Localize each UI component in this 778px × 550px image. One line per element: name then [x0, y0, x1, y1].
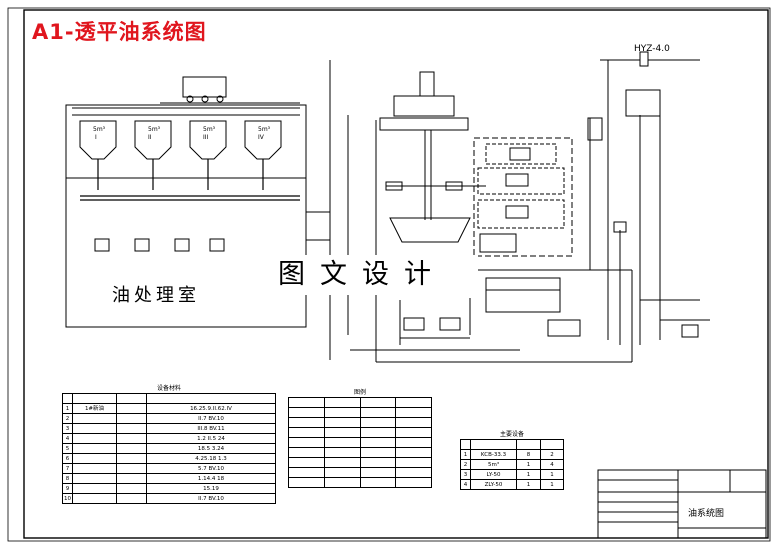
cell: 7 [62, 463, 73, 474]
drawing-title: A1-透平油系统图 [32, 20, 207, 44]
table-row: 2 II.7 BV.10 [62, 413, 276, 424]
cell: 4 [460, 479, 471, 490]
tank-numeral-3: III [203, 134, 209, 141]
cell: 15.19 [146, 483, 276, 494]
cell: 1.2 II.5 24 [146, 433, 276, 444]
legend-table: 图例 [288, 388, 432, 488]
cell: 2 [540, 449, 564, 460]
cell: 1 [540, 469, 564, 480]
table-row: 7 5.7 BV.10 [62, 463, 276, 474]
hyz-label: HYZ-4.0 [634, 44, 670, 54]
cell: 16.25.9.II.62.IV [146, 403, 276, 414]
tank-numeral-4: IV [258, 134, 264, 141]
tank-label-1: 5m³ [93, 126, 106, 133]
cell: 1 [516, 469, 541, 480]
cell: KCB-33.3 [470, 449, 517, 460]
table-row: 5 18.5 3.24 [62, 443, 276, 454]
cell: 9 [62, 483, 73, 494]
tank-label-4: 5m³ [258, 126, 271, 133]
tank-label-3: 5m³ [203, 126, 216, 133]
cell: 2 [62, 413, 73, 424]
watermark: 图文设计 [246, 255, 478, 295]
cell: II.7 BV.10 [146, 493, 276, 504]
cell: III.8 BV.11 [146, 423, 276, 434]
cell: 5 [62, 443, 73, 454]
cell: 1 [516, 459, 541, 470]
table-row: 10 II.7 BV.10 [62, 493, 276, 504]
cell: 4 [62, 433, 73, 444]
table-row: 3 III.8 BV.11 [62, 423, 276, 434]
tank-numeral-1: I [95, 134, 97, 141]
oil-room-label: 油处理室 [112, 285, 200, 306]
cell: 4.25.18 1.3 [146, 453, 276, 464]
cell: ZLY-50 [470, 479, 517, 490]
cell: 1.14.4 18 [146, 473, 276, 484]
cell: 2 [460, 459, 471, 470]
cell: 8 [516, 449, 541, 460]
cell: LY-50 [470, 469, 517, 480]
table-row: 8 1.14.4 18 [62, 473, 276, 484]
legend-table-caption: 图例 [353, 388, 366, 396]
table-row: 6 4.25.18 1.3 [62, 453, 276, 464]
cell: 18.5 3.24 [146, 443, 276, 454]
material-table-caption: 设备材料 [156, 384, 181, 392]
cell: 4 [540, 459, 564, 470]
cell: 3 [62, 423, 73, 434]
table-row: 4 1.2 II.5 24 [62, 433, 276, 444]
tank-numeral-2: II [148, 134, 152, 141]
cell: 1 [460, 449, 471, 460]
title-block-name: 油系统图 [688, 509, 725, 519]
cell: 5.7 BV.10 [146, 463, 276, 474]
cell: 5m³ [470, 459, 517, 470]
cell: 1 [516, 479, 541, 490]
equipment-table-caption: 主要设备 [499, 430, 524, 438]
cell: 10 [62, 493, 73, 504]
cell: II.7 BV.10 [146, 413, 276, 424]
cell: 8 [62, 473, 73, 484]
cell: 6 [62, 453, 73, 464]
cell: 1 [62, 403, 73, 414]
cell: 1 [540, 479, 564, 490]
tank-label-2: 5m³ [148, 126, 161, 133]
cell: 3 [460, 469, 471, 480]
cell: 1#新油 [72, 403, 117, 414]
